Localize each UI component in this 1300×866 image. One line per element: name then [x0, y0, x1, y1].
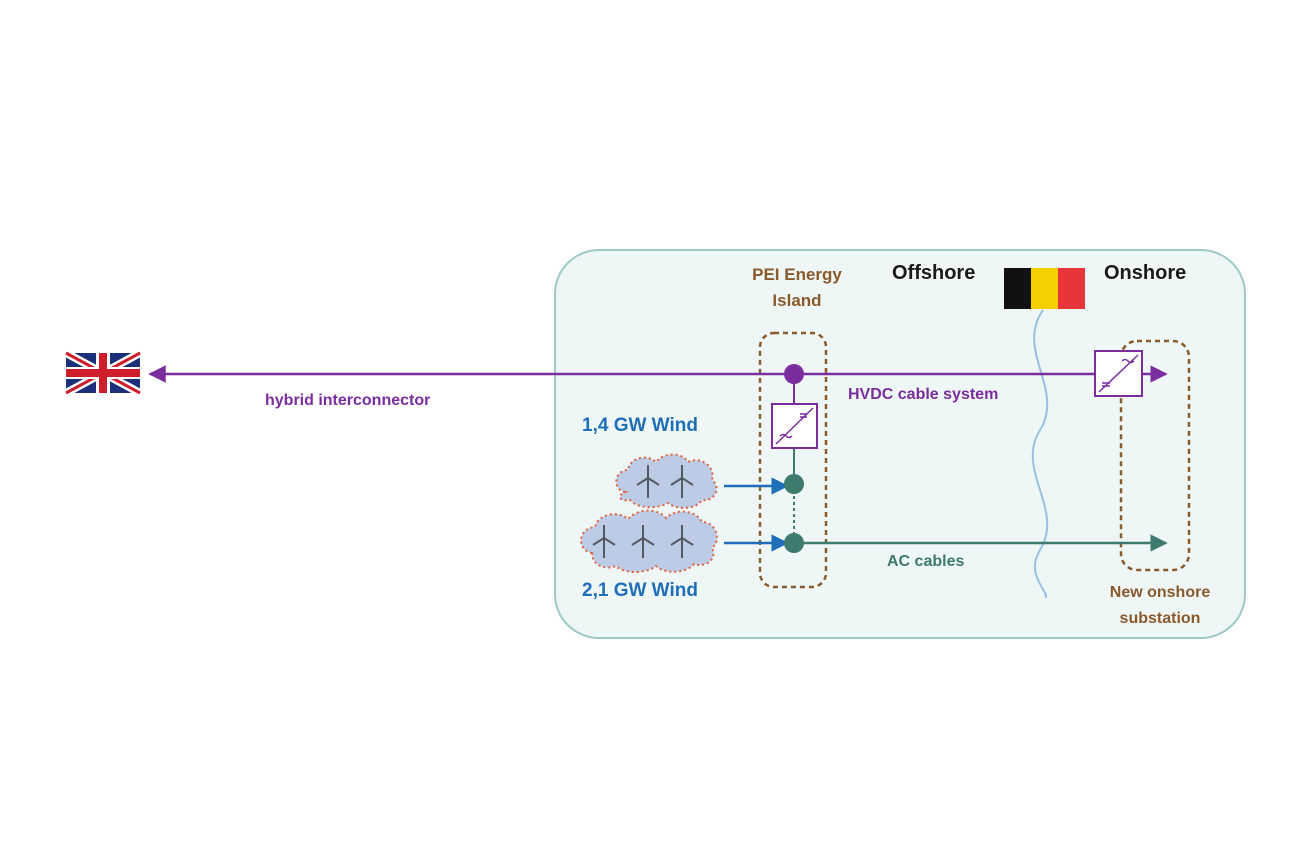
ac-cables-label: AC cables: [887, 553, 965, 570]
wind-turbine-icon: [592, 525, 616, 558]
island-converter-icon: [771, 403, 818, 449]
energy-island-boundary: [758, 331, 828, 589]
scheme-background-box: [554, 249, 1246, 639]
uk-flag-icon: [64, 349, 142, 397]
coastline-wave-icon: [1031, 309, 1049, 599]
wind-farm-1-cloud: [615, 453, 718, 509]
pei-energy-island-label: PEI Energy Island: [752, 265, 842, 310]
wind-turbine-icon: [631, 525, 655, 558]
hvdc-node: [784, 364, 804, 384]
onshore-label: Onshore: [1104, 262, 1187, 284]
new-onshore-substation-label: New onshore substation: [1109, 584, 1211, 627]
wind-turbine-icon: [670, 525, 694, 558]
wind-1-label: 1,4 GW Wind: [582, 415, 698, 436]
onshore-converter-icon: [1094, 350, 1143, 397]
onshore-substation-boundary: [1119, 339, 1191, 572]
wind-turbine-icon: [636, 465, 660, 498]
hybrid-interconnector-label: hybrid interconnector: [265, 392, 431, 409]
belgium-flag-icon: [1004, 268, 1085, 309]
wind-turbine-icon: [670, 465, 694, 498]
ac-node-2: [784, 533, 804, 553]
offshore-label: Offshore: [892, 262, 976, 284]
wind-2-label: 2,1 GW Wind: [582, 580, 698, 601]
ac-node-1: [784, 474, 804, 494]
hvdc-cable-system-label: HVDC cable system: [848, 386, 999, 403]
